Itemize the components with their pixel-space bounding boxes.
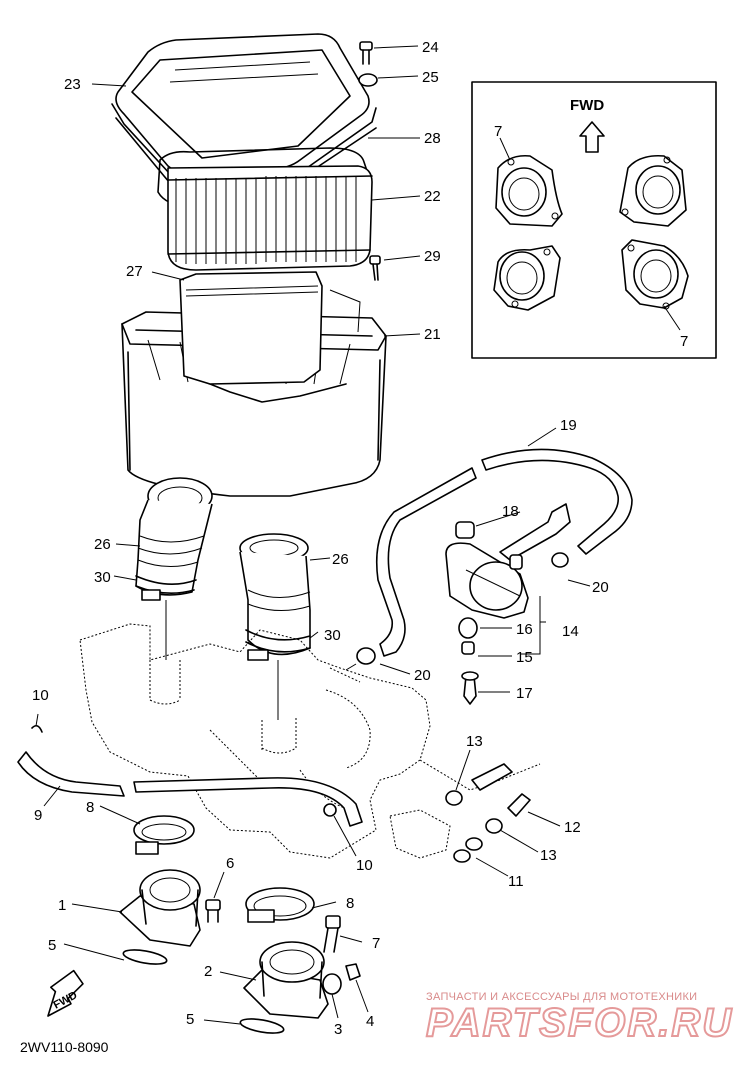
joint-left: [135, 477, 213, 601]
screw-24: [359, 41, 373, 65]
flange: [621, 239, 689, 310]
centerline: [165, 600, 279, 720]
flange: [495, 154, 563, 227]
callout-22: 22: [424, 188, 441, 205]
air-filter-element: [167, 165, 373, 271]
callout-25: 25: [422, 69, 439, 86]
air-cut-valve: [445, 503, 571, 705]
callout-30-right: 30: [324, 627, 341, 644]
watermark-brand: PARTSFOR.RU: [426, 1001, 733, 1045]
carburetor-joint-2: [243, 941, 329, 1019]
callout-5-upper: 5: [48, 937, 56, 954]
callout-20-valve: 20: [592, 579, 609, 596]
callout-19: 19: [560, 417, 577, 434]
inset-box: [471, 81, 717, 359]
carburetor-joint-1: [119, 869, 201, 947]
bolt-7: [323, 915, 341, 953]
callout-12: 12: [564, 819, 581, 836]
callout-10-upper: 10: [32, 687, 49, 704]
clip-10b: [323, 803, 337, 817]
callout-24: 24: [422, 39, 439, 56]
callout-29: 29: [424, 248, 441, 265]
callout-7-inset-top: 7: [494, 123, 502, 140]
hose-9b: [133, 777, 363, 827]
hose-12-13: [445, 763, 531, 863]
diagram-code: 2WV110-8090: [20, 1039, 109, 1055]
callout-14: 14: [562, 623, 579, 640]
callout-8-upper: 8: [86, 799, 94, 816]
clip-4: [345, 963, 361, 981]
callout-13-upper: 13: [466, 733, 483, 750]
hose-9: [17, 751, 125, 797]
callout-21: 21: [424, 326, 441, 343]
callout-10-lower: 10: [356, 857, 373, 874]
clamp-8-lower: [245, 887, 315, 923]
clip-20: [345, 647, 376, 671]
callout-4: 4: [366, 1013, 374, 1030]
o-ring-upper: [122, 949, 168, 965]
callout-5-lower: 5: [186, 1011, 194, 1028]
clip-10: [31, 724, 43, 733]
callout-6: 6: [226, 855, 234, 872]
callout-27: 27: [126, 263, 143, 280]
joint-right: [239, 533, 311, 661]
callout-30-left: 30: [94, 569, 111, 586]
bolt-6: [205, 899, 221, 923]
callout-28: 28: [424, 130, 441, 147]
callout-1: 1: [58, 897, 66, 914]
callout-3: 3: [334, 1021, 342, 1038]
callout-26-right: 26: [332, 551, 349, 568]
air-cleaner-case: [121, 271, 387, 497]
callout-18: 18: [502, 503, 519, 520]
plug-3: [322, 973, 342, 995]
flange: [619, 154, 687, 227]
callout-7-lower: 7: [372, 935, 380, 952]
callout-26-left: 26: [94, 536, 111, 553]
clamp-8-upper: [133, 815, 195, 855]
flange: [493, 245, 561, 311]
callout-16: 16: [516, 621, 533, 638]
callout-13-lower: 13: [540, 847, 557, 864]
washer-25: [358, 73, 378, 87]
o-ring-lower: [239, 1018, 285, 1034]
inset-fwd-label: FWD: [570, 97, 604, 114]
callout-23: 23: [64, 76, 81, 93]
callout-20-clip: 20: [414, 667, 431, 684]
callout-9: 9: [34, 807, 42, 824]
screw-29: [369, 255, 381, 281]
leader-lines: [35, 45, 681, 1025]
callout-7-inset-bottom: 7: [680, 333, 688, 350]
hose-19: [375, 448, 633, 657]
callout-8-lower: 8: [346, 895, 354, 912]
fwd-arrow: [47, 969, 84, 1017]
callout-17: 17: [516, 685, 533, 702]
callout-2: 2: [204, 963, 212, 980]
watermark-caption: ЗАПЧАСТИ И АКСЕССУАРЫ ДЛЯ МОТОТЕХНИКИ: [426, 991, 697, 1003]
callout-11: 11: [508, 873, 524, 890]
callout-15: 15: [516, 649, 533, 666]
